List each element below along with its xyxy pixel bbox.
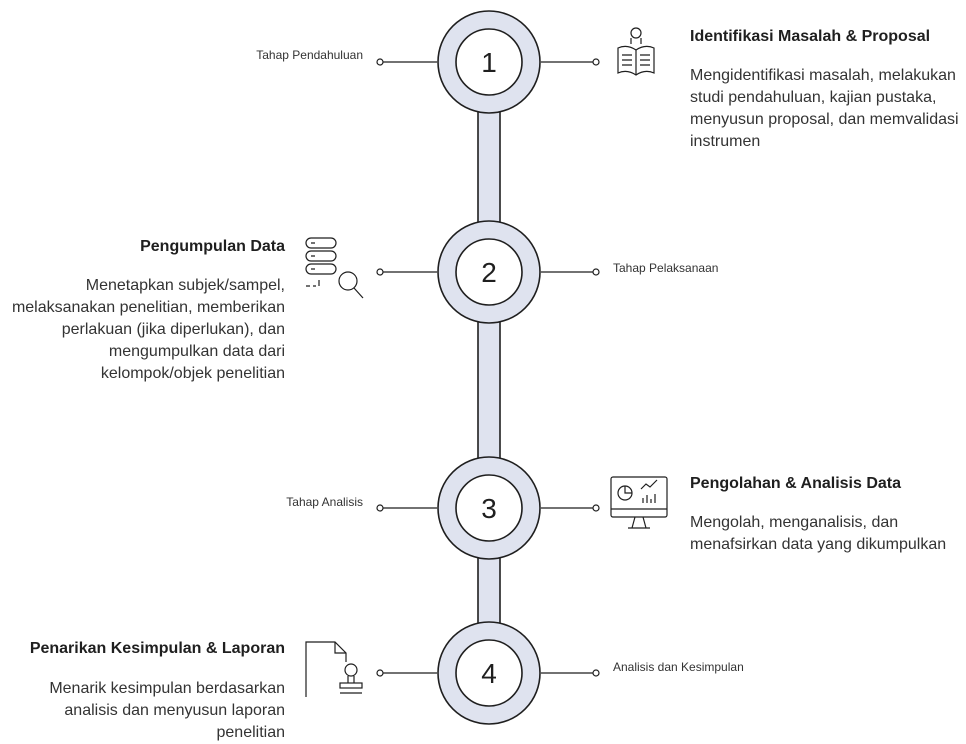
step-node-1: 1 — [437, 10, 541, 114]
timeline-track — [477, 99, 501, 691]
step-title-2: Pengumpulan Data — [140, 238, 285, 255]
step-node-3: 3 — [437, 456, 541, 560]
database-search-icon — [305, 237, 364, 299]
step-number: 2 — [481, 257, 497, 288]
stage-label-1: Tahap Pendahuluan — [256, 48, 363, 62]
stage-label-3: Tahap Analisis — [286, 495, 363, 509]
step-number: 3 — [481, 493, 497, 524]
stage-label-2: Tahap Pelaksanaan — [613, 261, 719, 275]
step-node-2: 2 — [437, 220, 541, 324]
step-number: 4 — [481, 658, 497, 689]
step-description-1: Mengidentifikasi masalah, melakukan stud… — [690, 67, 959, 150]
monitor-chart-icon — [610, 476, 668, 529]
stage-label-4: Analisis dan Kesimpulan — [613, 660, 744, 674]
step-description-2: Menetapkan subjek/sampel, melaksanakan p… — [11, 277, 285, 382]
step-description-4: Menarik kesimpulan berdasarkan analisis … — [49, 680, 285, 741]
step-title-4: Penarikan Kesimpulan & Laporan — [29, 640, 285, 657]
connectors — [376, 58, 600, 677]
book-reader-icon — [617, 27, 655, 76]
step-title-1: Identifikasi Masalah & Proposal — [690, 28, 931, 45]
document-stamp-icon — [305, 641, 363, 697]
step-node-4: 4 — [437, 621, 541, 725]
step-title-3: Pengolahan & Analisis Data — [690, 475, 902, 492]
step-number: 1 — [481, 47, 497, 78]
step-description-3: Mengolah, menganalisis, dan menafsirkan … — [690, 514, 947, 553]
